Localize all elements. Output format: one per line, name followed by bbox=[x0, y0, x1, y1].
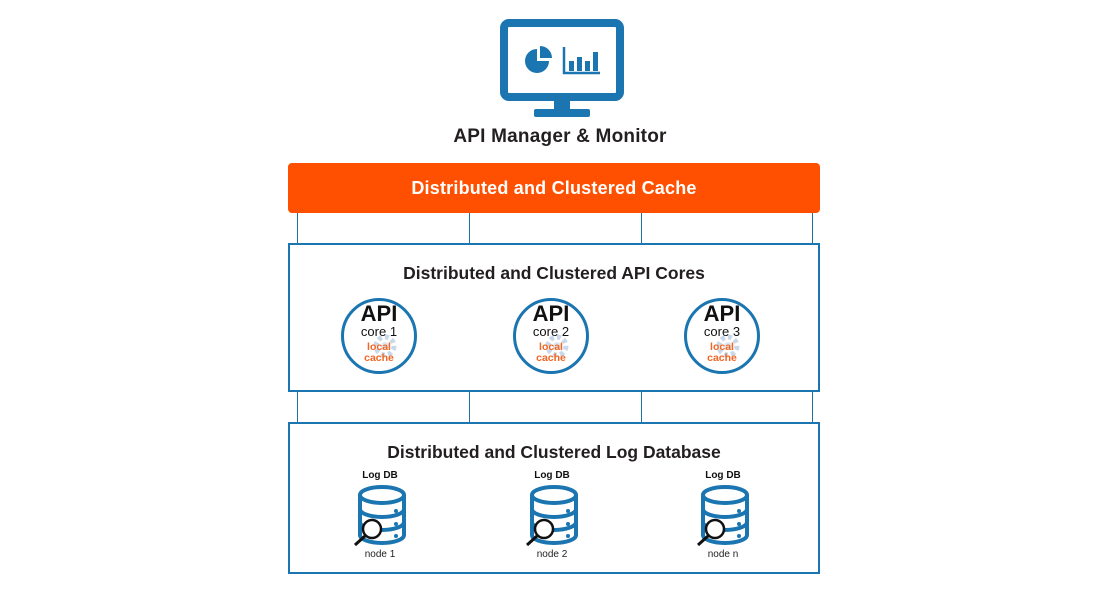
core-api-label: API bbox=[532, 301, 570, 326]
core-name: core 2 bbox=[532, 324, 570, 339]
distributed-cache-layer: Distributed and Clustered Cache bbox=[288, 163, 820, 213]
log-db-label: Log DB bbox=[362, 470, 398, 481]
database-search-icon bbox=[696, 485, 749, 547]
gear-icon bbox=[373, 334, 397, 358]
gear-icon bbox=[545, 334, 569, 358]
node-label: node n bbox=[707, 549, 739, 560]
log-db-node-2: Log DB node 2 bbox=[507, 470, 597, 560]
connector-line bbox=[812, 392, 813, 423]
connector-line bbox=[469, 213, 470, 244]
log-database-layer: Distributed and Clustered Log Database L… bbox=[288, 422, 820, 574]
log-database-title: Distributed and Clustered Log Database bbox=[387, 442, 721, 462]
core-name: core 1 bbox=[360, 324, 398, 339]
connector-line bbox=[297, 392, 298, 423]
core-api-label: API bbox=[360, 301, 398, 326]
api-cores-layer: Distributed and Clustered API Cores API … bbox=[288, 243, 820, 392]
log-db-label: Log DB bbox=[534, 470, 570, 481]
database-search-icon bbox=[353, 485, 406, 547]
database-search-icon bbox=[525, 485, 578, 547]
node-label: node 2 bbox=[536, 549, 568, 560]
connector-line bbox=[297, 213, 298, 244]
connector-line bbox=[812, 213, 813, 244]
core-api-label: API bbox=[703, 301, 741, 326]
api-manager-title: API Manager & Monitor bbox=[453, 126, 667, 147]
log-db-node-n: Log DB node n bbox=[678, 470, 768, 560]
node-label: node 1 bbox=[364, 549, 396, 560]
connector-line bbox=[469, 392, 470, 423]
connector-line bbox=[641, 213, 642, 244]
log-db-node-1: Log DB node 1 bbox=[335, 470, 425, 560]
core-name: core 3 bbox=[703, 324, 741, 339]
monitor-dashboard-icon bbox=[500, 19, 624, 117]
api-cores-title: Distributed and Clustered API Cores bbox=[403, 263, 705, 283]
connector-line bbox=[641, 392, 642, 423]
log-db-label: Log DB bbox=[705, 470, 741, 481]
gear-icon bbox=[716, 334, 740, 358]
